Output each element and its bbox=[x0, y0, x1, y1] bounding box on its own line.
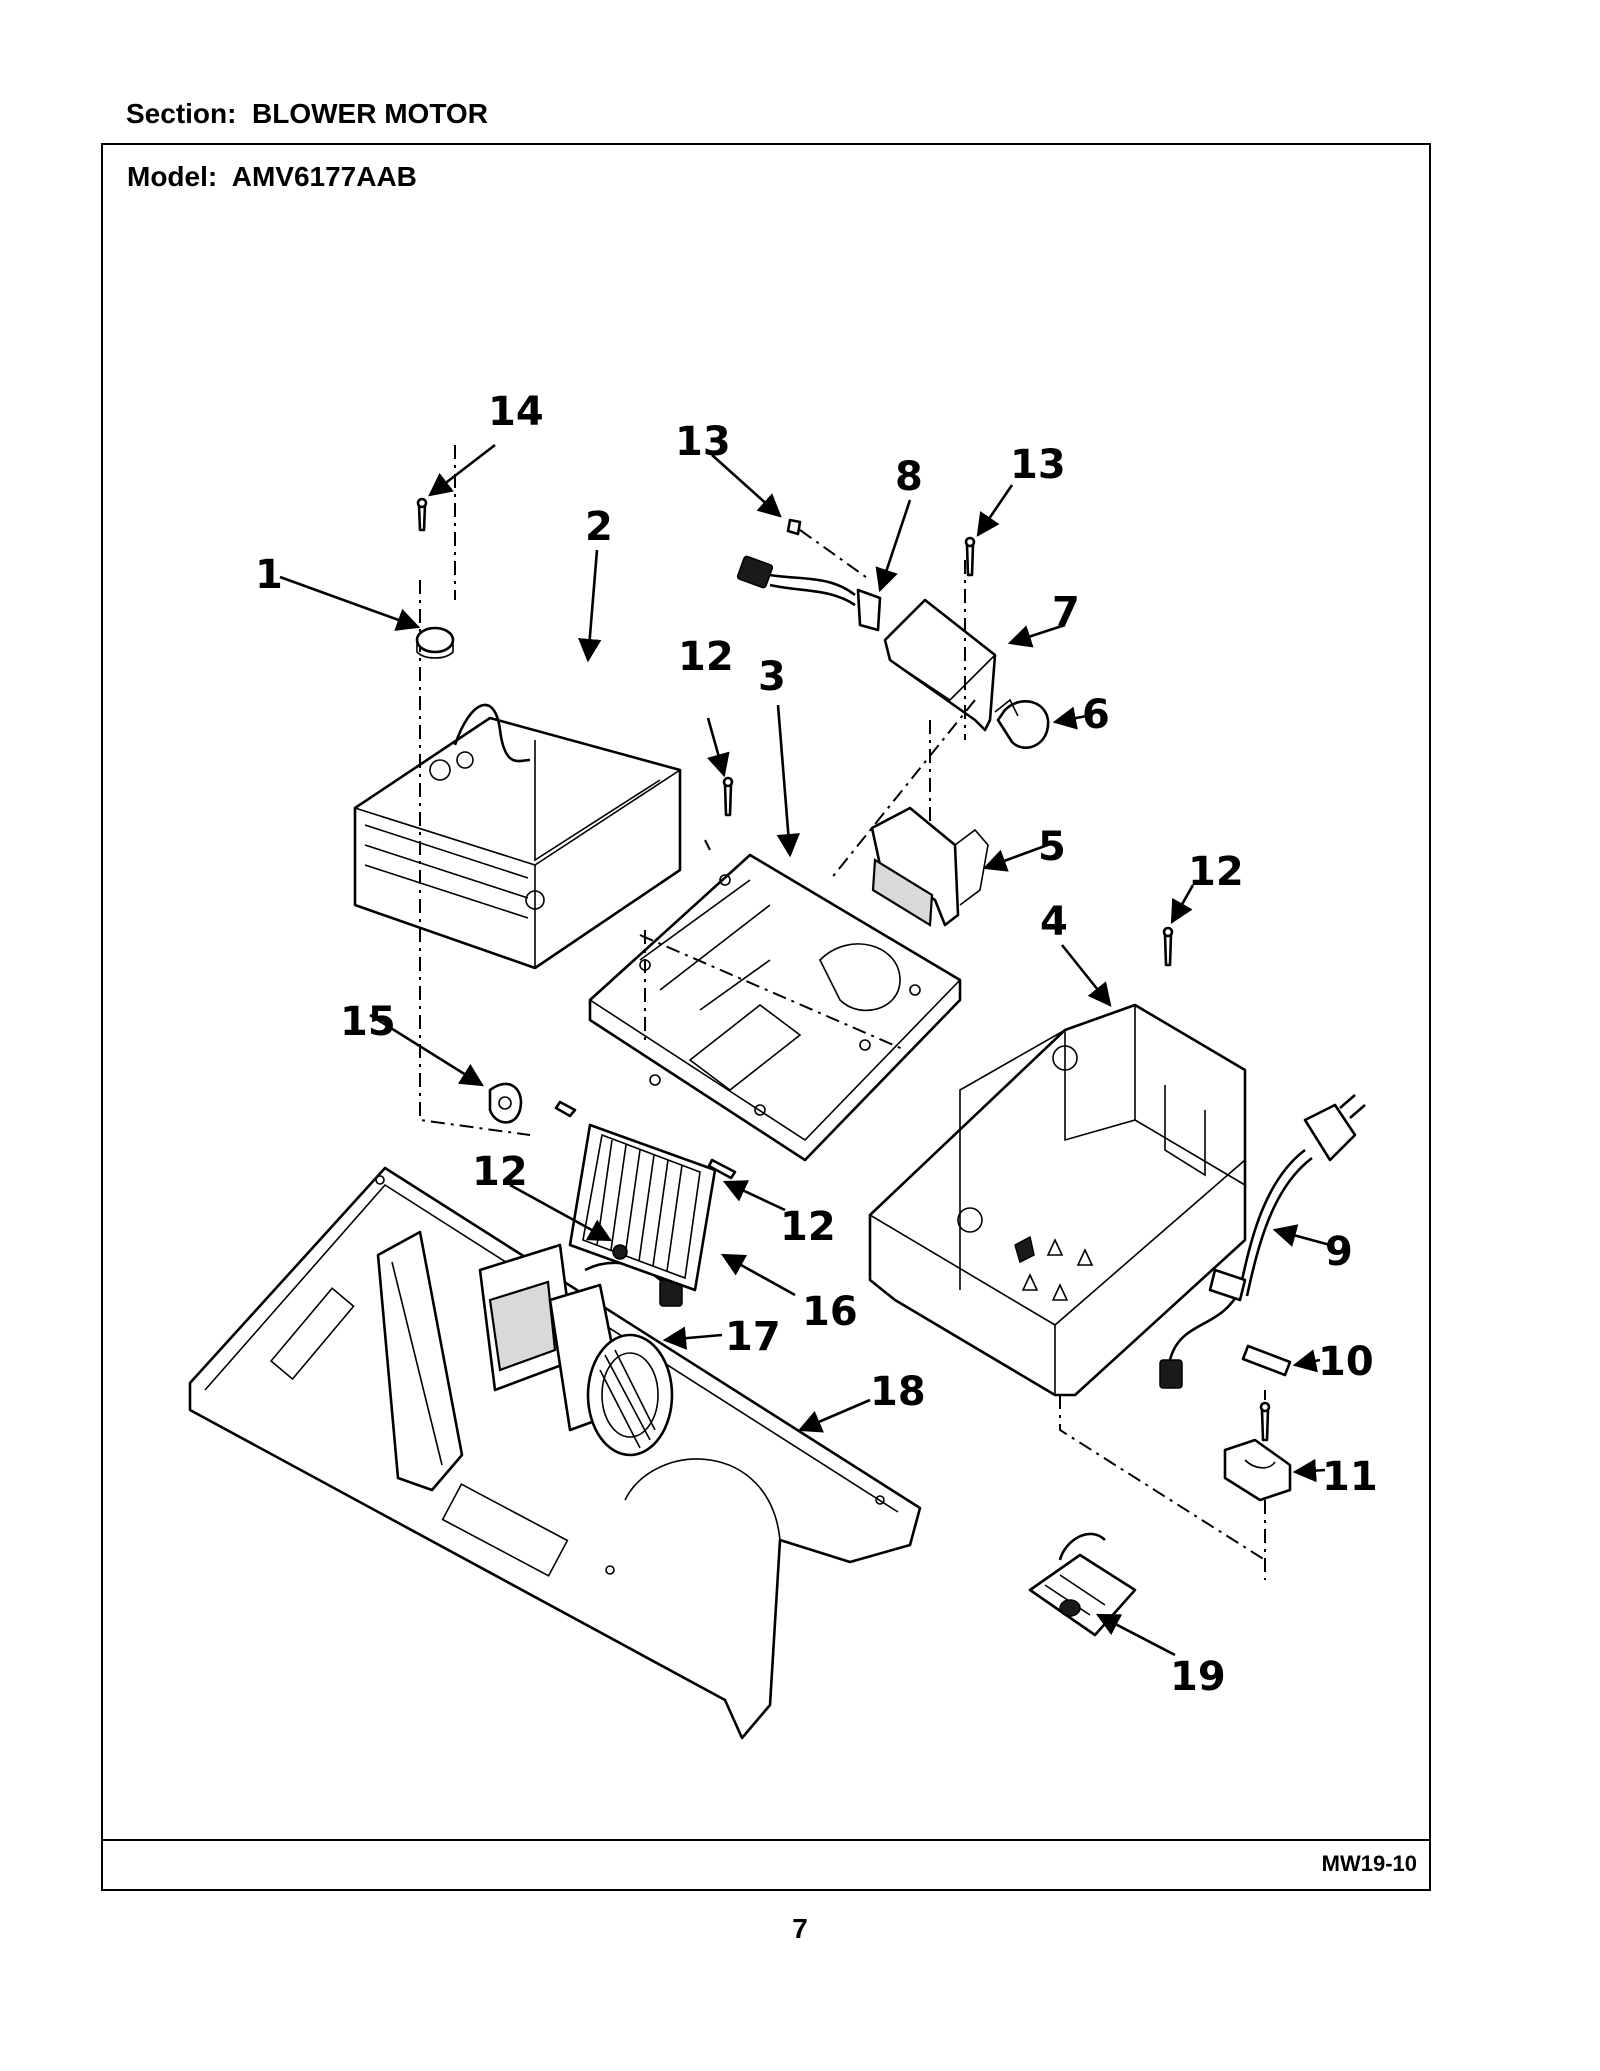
callout-12d: 12 bbox=[472, 1149, 528, 1195]
callout-15: 15 bbox=[340, 999, 396, 1045]
callout-18: 18 bbox=[870, 1369, 926, 1415]
callout-12b: 12 bbox=[1188, 849, 1244, 895]
screw-part-13 bbox=[964, 536, 976, 577]
circuit-board-part bbox=[1028, 1532, 1137, 1637]
section-title: Section: BLOWER MOTOR bbox=[126, 98, 488, 129]
socket-bracket-part bbox=[870, 806, 989, 927]
screw-part-12d bbox=[1162, 926, 1174, 967]
model-title: Model: AMV6177AAB bbox=[127, 161, 417, 192]
callout-17: 17 bbox=[725, 1314, 781, 1360]
callout-2: 2 bbox=[585, 504, 613, 550]
callout-3: 3 bbox=[758, 654, 786, 700]
callout-10: 10 bbox=[1318, 1339, 1374, 1385]
housing-part bbox=[353, 445, 682, 1136]
callout-13a: 13 bbox=[675, 419, 731, 465]
callout-9: 9 bbox=[1325, 1229, 1353, 1275]
callout-8: 8 bbox=[895, 454, 923, 500]
screw-part-14 bbox=[416, 497, 428, 532]
power-cord-part bbox=[1159, 1094, 1366, 1389]
callout-4: 4 bbox=[1040, 899, 1068, 945]
mounting-plate-part bbox=[588, 839, 962, 1162]
callout-12c: 12 bbox=[780, 1204, 836, 1250]
screw-part-12a bbox=[722, 776, 734, 817]
callout-5: 5 bbox=[1038, 824, 1066, 870]
callout-labels: 1 2 3 4 5 6 7 8 9 10 11 12 12 12 12 13 1… bbox=[255, 389, 1378, 1700]
fuse-part bbox=[1241, 1344, 1292, 1377]
screw-part-12b bbox=[707, 1158, 737, 1180]
callout-1: 1 bbox=[255, 552, 283, 598]
air-duct-part bbox=[376, 1230, 464, 1492]
light-housing-part bbox=[829, 560, 997, 881]
fuse-holder-part bbox=[1223, 1390, 1292, 1580]
wire-harness-part bbox=[736, 518, 882, 632]
callout-12a: 12 bbox=[678, 634, 734, 680]
screw-part-12c bbox=[612, 1244, 628, 1260]
callout-19: 19 bbox=[1170, 1654, 1226, 1700]
base-plate-part bbox=[188, 1166, 922, 1740]
blower-motor-part bbox=[478, 1243, 683, 1457]
document-code: MW19-10 bbox=[1321, 1851, 1417, 1876]
callout-leaders bbox=[279, 443, 1331, 1657]
callout-14: 14 bbox=[488, 389, 544, 435]
callout-16: 16 bbox=[802, 1289, 858, 1335]
callout-6: 6 bbox=[1082, 692, 1110, 738]
callout-7: 7 bbox=[1052, 589, 1080, 635]
footer-divider bbox=[103, 1839, 1429, 1841]
thermal-cutout-part bbox=[415, 626, 455, 659]
filter-part bbox=[568, 1123, 717, 1292]
control-box-part bbox=[868, 1003, 1266, 1561]
page-number: 7 bbox=[792, 1913, 808, 1944]
light-bulb-part bbox=[994, 698, 1050, 749]
diagram-frame: Model: AMV6177AAB MW19-10 bbox=[101, 143, 1431, 1891]
callout-13b: 13 bbox=[1010, 442, 1066, 488]
callout-11: 11 bbox=[1322, 1454, 1378, 1500]
thermal-switch-part bbox=[488, 1082, 577, 1124]
